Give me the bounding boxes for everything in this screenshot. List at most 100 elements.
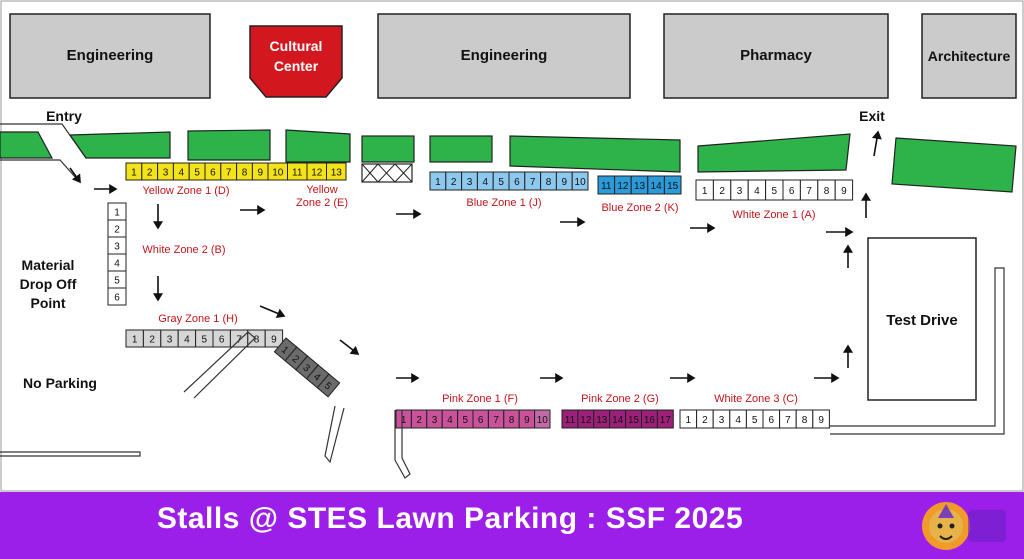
yellow-zone-d-row-stall-number: 8 (242, 168, 248, 179)
gray-dark-row-stall-number: 3 (300, 363, 312, 375)
white-zone-b-column-stall-number: 3 (114, 242, 120, 253)
white-zone-c-row-stall-number: 7 (785, 415, 791, 426)
gray-dark-row-stall[interactable] (316, 373, 341, 398)
zone-white-1-label: White Zone 1 (A) (732, 209, 815, 221)
yellow-zone-d-row-stall-number: 9 (258, 168, 264, 179)
pink-zone-f-row-stall-number: 4 (447, 415, 453, 426)
white-zone-c-row-stall-number: 8 (802, 415, 808, 426)
blue-zone-j-row-stall-number: 3 (467, 177, 473, 188)
blue-zone-k-row-stall-number: 12 (617, 181, 629, 192)
direction-arrowhead (555, 372, 564, 384)
svg-text:Engineering: Engineering (67, 47, 154, 64)
white-zone-c-row-stall[interactable] (812, 409, 830, 429)
white-zone-a-row-stall-number: 3 (737, 186, 743, 197)
zone-yellow-2-label-line2: Zone 2 (E) (296, 197, 348, 209)
gray-zone-h-row-stall-number: 8 (254, 335, 260, 346)
direction-arrowhead (411, 372, 420, 384)
direction-arrowhead (860, 192, 872, 201)
building-pharmacy: Pharmacy (663, 13, 889, 99)
white-zone-a-row-stall[interactable] (834, 179, 854, 201)
blue-zone-j-row-stall-number: 2 (451, 177, 457, 188)
gray-zone-h-row-stall-number: 9 (271, 335, 277, 346)
direction-arrowhead (257, 204, 266, 216)
cultural-center: Cultural Center (249, 25, 343, 98)
svg-text:Material: Material (22, 257, 75, 273)
white-zone-a-row-stall-number: 8 (824, 186, 830, 197)
pink-zone-f-row-stall-number: 6 (478, 415, 484, 426)
zone-yellow-2-label-line1: Yellow (306, 184, 337, 196)
exit-label: Exit (859, 108, 885, 124)
pink-zone-f-row-stall-number: 3 (432, 415, 438, 426)
yellow-zone-e-row-stall-number: 11 (292, 168, 303, 179)
white-zone-b-column-stall-number: 5 (114, 276, 120, 287)
zone-pink-2-label: Pink Zone 2 (G) (581, 393, 659, 405)
white-zone-a-row-stall-number: 4 (754, 186, 760, 197)
pink-zone-f-row-stall-number: 8 (509, 415, 515, 426)
svg-text:Architecture: Architecture (928, 48, 1011, 64)
yellow-zone-d-row-stall-number: 3 (163, 168, 169, 179)
blue-zone-j-row-stall-number: 7 (530, 177, 536, 188)
white-zone-a-row-stall-number: 6 (789, 186, 795, 197)
direction-arrowhead (71, 173, 81, 184)
gray-zone-h-row-stall[interactable] (264, 329, 284, 348)
zone-gray-1-label: Gray Zone 1 (H) (158, 313, 237, 325)
white-zone-b-column-stall-number: 4 (114, 259, 120, 270)
yellow-zone-d-row-stall-number: 1 (131, 168, 137, 179)
yellow-zone-d-row-stall-number: 6 (210, 168, 216, 179)
yellow-zone-e-row-stall[interactable] (326, 162, 347, 181)
white-zone-a-row-stall-number: 2 (719, 186, 725, 197)
direction-arrowhead (842, 344, 854, 353)
white-zone-c-row-stall-number: 2 (702, 415, 708, 426)
pink-zone-g-row-stall[interactable] (656, 409, 674, 429)
yellow-zone-e-row-stall-number: 13 (331, 168, 343, 179)
white-zone-c-row-stall-number: 6 (769, 415, 775, 426)
pink-zone-g-row-stall-number: 13 (596, 415, 608, 426)
blue-zone-k-row: 11 12 13 14 15 (597, 175, 682, 195)
direction-arrowhead (109, 183, 118, 195)
zone-yellow-1-label: Yellow Zone 1 (D) (142, 185, 229, 197)
svg-text:Engineering: Engineering (461, 47, 548, 64)
svg-text:Pharmacy: Pharmacy (740, 47, 812, 64)
direction-arrowhead (275, 308, 286, 319)
white-zone-c-row-stall-number: 9 (818, 415, 824, 426)
blue-zone-k-row-stall[interactable] (663, 175, 682, 195)
pink-zone-f-row-stall-number: 1 (401, 415, 407, 426)
pink-zone-g-row-stall-number: 12 (580, 415, 592, 426)
gray-dark-row-stall-number: 1 (279, 345, 291, 357)
blue-zone-j-row-stall-number: 6 (514, 177, 520, 188)
white-zone-c-row-stall-number: 1 (686, 415, 692, 426)
footer-banner: Stalls @ STES Lawn Parking : SSF 2025 (0, 492, 1024, 559)
direction-arrowhead (349, 345, 360, 355)
pink-zone-f-row-stall-number: 2 (416, 415, 422, 426)
white-zone-c-row-stall-number: 3 (719, 415, 725, 426)
blue-zone-k-row-stall-number: 13 (634, 181, 646, 192)
svg-text:Test Drive: Test Drive (886, 312, 957, 329)
blue-zone-k-row-stall-number: 14 (651, 181, 663, 192)
blue-zone-k-row-stall-number: 11 (601, 181, 612, 192)
white-zone-a-row-stall-number: 9 (841, 186, 847, 197)
direction-arrowhead (845, 226, 854, 238)
direction-arrowhead (687, 372, 696, 384)
blue-zone-k-row-stall-number: 15 (667, 181, 679, 192)
gray-zone-h-row-stall-number: 6 (219, 335, 225, 346)
blue-zone-j-row-stall[interactable] (571, 171, 589, 191)
pink-zone-f-row-stall-number: 10 (537, 415, 549, 426)
pink-zone-f-row-stall[interactable] (534, 409, 551, 429)
direction-arrowhead (871, 130, 882, 140)
traffic-arrows (69, 130, 882, 384)
svg-text:Center: Center (274, 58, 319, 74)
white-zone-a-row-stall-number: 5 (772, 186, 778, 197)
white-zone-b-column-stall-number: 2 (114, 225, 120, 236)
white-zone-c-row-stall-number: 4 (735, 415, 741, 426)
gray-zone-h-row-stall-number: 1 (132, 335, 138, 346)
white-zone-b-column-stall-number: 1 (114, 208, 120, 219)
road-outlines (0, 267, 1005, 479)
white-zone-b-column-stall[interactable] (107, 287, 127, 306)
